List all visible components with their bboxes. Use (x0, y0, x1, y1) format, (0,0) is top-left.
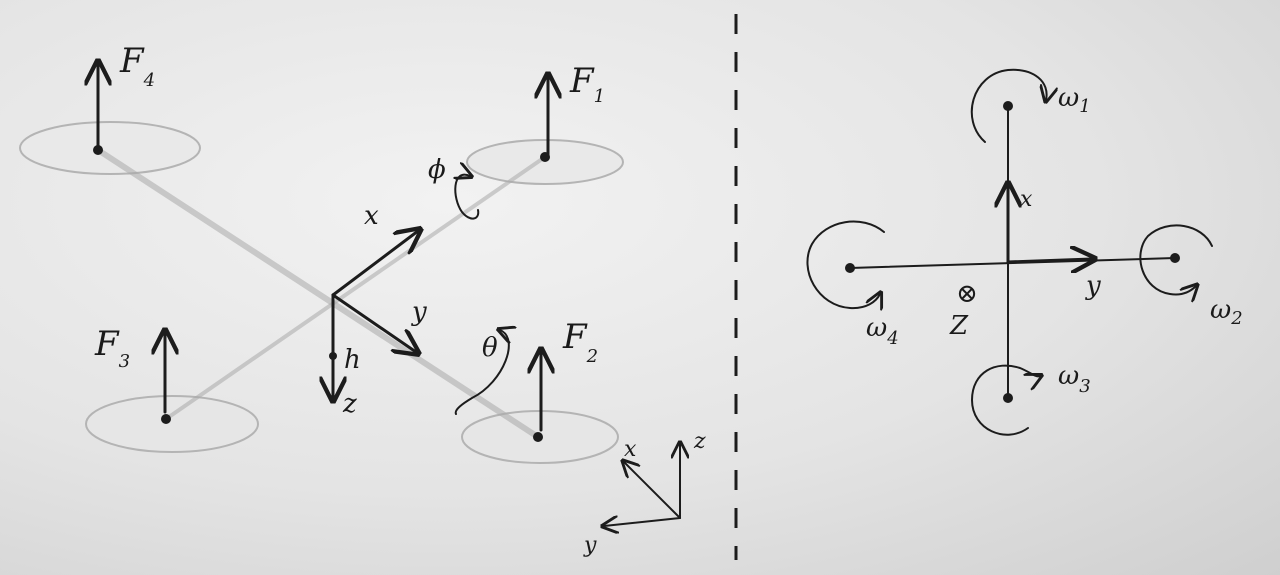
arm-3-1 (164, 155, 547, 421)
pitch-angle-label: θ (482, 333, 498, 363)
rotor-speed-label-1: ω1 (1058, 83, 1091, 117)
top-z-label: Z (949, 311, 969, 341)
top-x-label: x (1020, 187, 1033, 212)
rotor-disk-4 (19, 121, 201, 175)
thrust-label-f3: F3 (94, 324, 130, 372)
thrust-label-f1: F1 (569, 61, 605, 107)
top-z-symbol: ⊗ (956, 279, 978, 309)
rotor-2-rotation-arrow (1139, 224, 1213, 294)
thrust-label-f4: F4 (119, 41, 155, 91)
body-z-label: z (342, 389, 357, 419)
top-y-axis (1006, 259, 1092, 262)
body-y-axis (331, 293, 416, 352)
top-y-label: y (1085, 271, 1101, 301)
body-y-label: y (411, 297, 427, 327)
pitch-rotation-arrow (454, 330, 509, 415)
body-x-label: x (364, 201, 379, 231)
center-of-mass (329, 352, 337, 360)
rotor-1-rotation-arrow (970, 68, 1047, 143)
rotor-speed-label-2: ω2 (1210, 295, 1243, 329)
top-motor-2 (1170, 253, 1180, 263)
thrust-label-f2: F2 (562, 317, 598, 367)
world-z-label: z (693, 429, 706, 454)
arm-4-2 (96, 147, 540, 440)
height-label: h (344, 345, 361, 375)
rotor-disk-3 (85, 395, 259, 453)
rotor-speed-label-3: ω3 (1058, 361, 1091, 397)
roll-angle-label: ϕ (428, 155, 446, 185)
top-motor-4 (845, 263, 855, 273)
motor-hub-3 (161, 414, 171, 424)
rotor-4-rotation-arrow (806, 220, 885, 309)
quadrotor-3d-view: F4 F1 F3 F2 x y z h ϕ θ z x y (19, 41, 706, 558)
top-motor-3 (1003, 393, 1013, 403)
top-motor-1 (1003, 101, 1013, 111)
world-x-label: x (624, 437, 637, 462)
body-x-axis (331, 231, 418, 297)
roll-rotation-arrow (455, 175, 480, 220)
motor-hub-2 (533, 432, 543, 442)
rotor-speed-label-4: ω4 (866, 313, 899, 349)
world-y-label: y (583, 533, 597, 558)
quadrotor-top-view: x y ⊗ Z ω1 ω2 ω3 ω4 (806, 68, 1243, 436)
rotor-3-rotation-arrow (971, 364, 1040, 436)
world-x-axis (624, 462, 681, 519)
world-y-axis (604, 518, 681, 526)
